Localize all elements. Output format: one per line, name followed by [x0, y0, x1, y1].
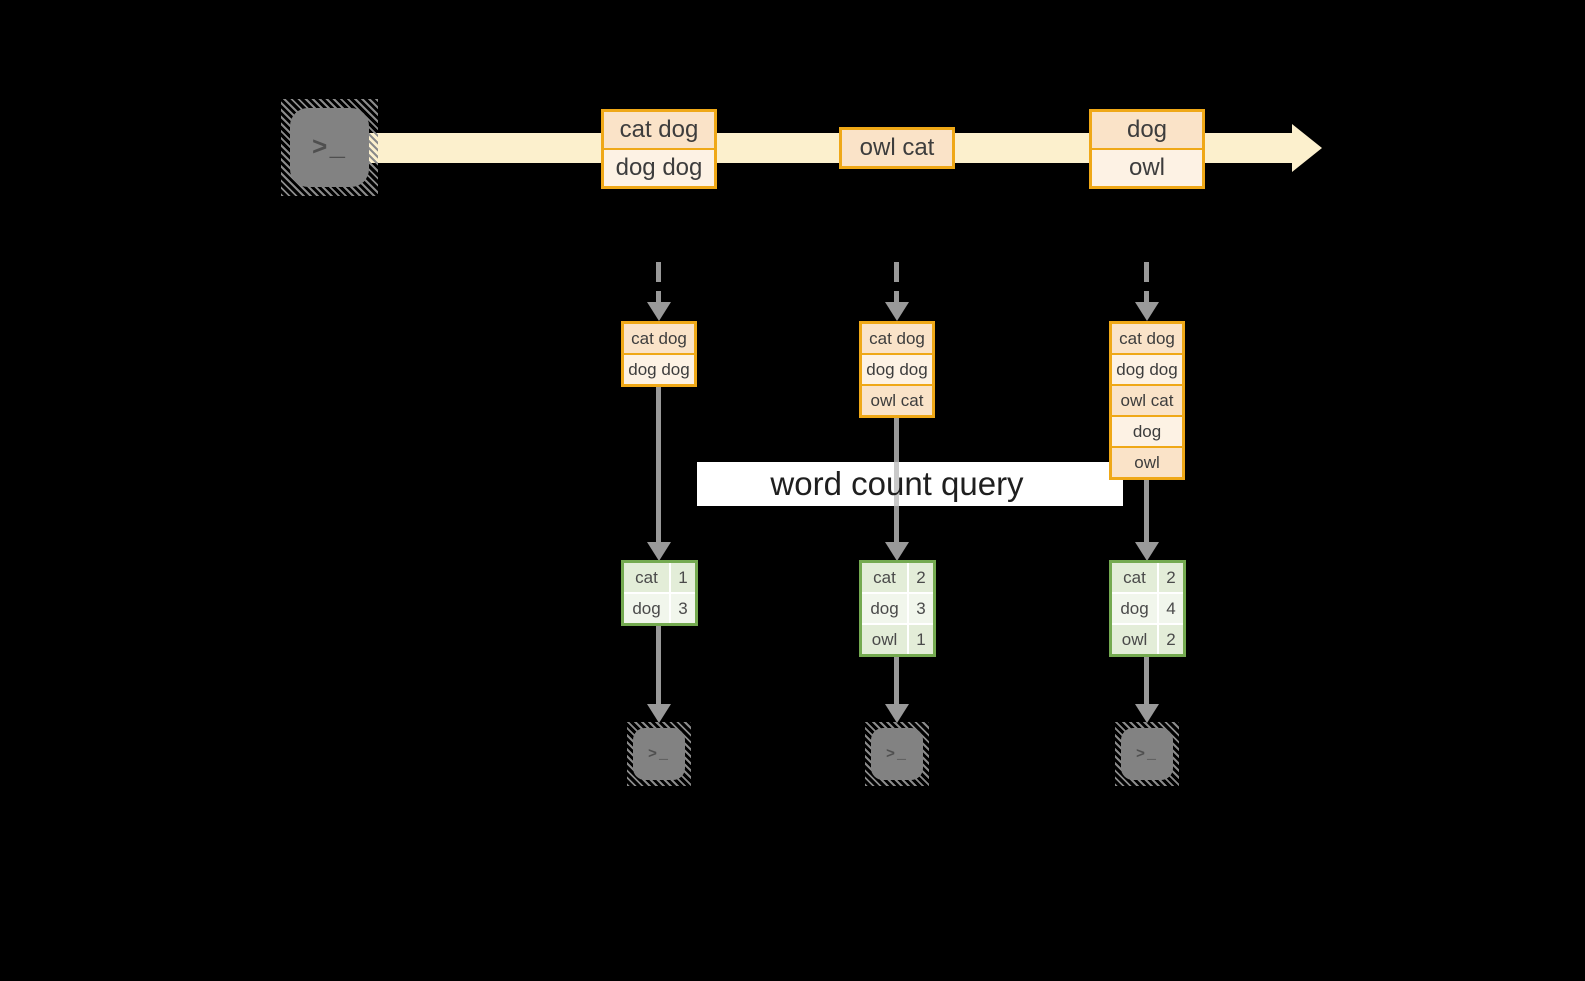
- state-buffer-box: cat dog dog dog: [621, 321, 697, 387]
- result-to-sink-line: [656, 626, 661, 704]
- state-line: dog dog: [862, 355, 932, 384]
- stream-arrowhead-icon: [1292, 124, 1322, 172]
- ingest-arrowhead-icon: [1135, 302, 1159, 321]
- state-to-result-line: [1144, 480, 1149, 542]
- result-to-sink-arrowhead-icon: [647, 704, 671, 723]
- result-to-sink-line: [1144, 657, 1149, 704]
- word-cell: dog: [624, 594, 669, 623]
- terminal-prompt-icon: >_: [1121, 728, 1173, 780]
- count-cell: 2: [909, 563, 933, 592]
- word-cell: cat: [862, 563, 907, 592]
- terminal-prompt-icon: >_: [633, 728, 685, 780]
- query-label: word count query: [770, 465, 1024, 502]
- state-line: dog: [1112, 417, 1182, 446]
- count-cell: 2: [1159, 625, 1183, 654]
- terminal-prompt-icon: >_: [290, 108, 369, 187]
- stream-event-line: cat dog: [604, 112, 714, 148]
- state-line: cat dog: [624, 324, 694, 353]
- word-count-table: cat 1 dog 3: [621, 560, 698, 626]
- count-cell: 1: [909, 625, 933, 654]
- count-cell: 3: [671, 594, 695, 623]
- state-to-result-line: [656, 387, 661, 542]
- stream-event-line: dog: [1092, 112, 1202, 148]
- sink-terminal-icon: >_: [627, 722, 691, 786]
- result-to-sink-arrowhead-icon: [885, 704, 909, 723]
- state-line: cat dog: [1112, 324, 1182, 353]
- state-to-result-line: [894, 418, 899, 462]
- stream-event-box: cat dog dog dog: [601, 109, 717, 189]
- state-line: dog dog: [624, 355, 694, 384]
- sink-terminal-icon: >_: [865, 722, 929, 786]
- word-cell: cat: [624, 563, 669, 592]
- source-terminal-icon: >_: [281, 99, 378, 196]
- state-to-result-arrowhead-icon: [885, 542, 909, 561]
- count-cell: 1: [671, 563, 695, 592]
- state-to-result-arrowhead-icon: [647, 542, 671, 561]
- state-line: owl cat: [862, 386, 932, 415]
- sink-terminal-icon: >_: [1115, 722, 1179, 786]
- ingest-dashed-line: [656, 262, 661, 302]
- word-cell: owl: [862, 625, 907, 654]
- state-buffer-box: cat dog dog dog owl cat dog owl: [1109, 321, 1185, 480]
- ingest-arrowhead-icon: [647, 302, 671, 321]
- state-line: owl: [1112, 448, 1182, 477]
- count-cell: 2: [1159, 563, 1183, 592]
- state-buffer-box: cat dog dog dog owl cat: [859, 321, 935, 418]
- state-line: cat dog: [862, 324, 932, 353]
- result-to-sink-arrowhead-icon: [1135, 704, 1159, 723]
- stream-event-line: owl cat: [842, 130, 952, 166]
- stream-event-box: owl cat: [839, 127, 955, 169]
- word-cell: dog: [1112, 594, 1157, 623]
- flow-line-through-band: [894, 462, 899, 506]
- count-cell: 3: [909, 594, 933, 623]
- word-count-table: cat 2 dog 4 owl 2: [1109, 560, 1186, 657]
- query-label-band: [697, 462, 1123, 506]
- count-cell: 4: [1159, 594, 1183, 623]
- state-line: owl cat: [1112, 386, 1182, 415]
- word-cell: dog: [862, 594, 907, 623]
- word-count-table: cat 2 dog 3 owl 1: [859, 560, 936, 657]
- word-cell: cat: [1112, 563, 1157, 592]
- state-to-result-arrowhead-icon: [1135, 542, 1159, 561]
- result-to-sink-line: [894, 657, 899, 704]
- state-line: dog dog: [1112, 355, 1182, 384]
- ingest-dashed-line: [894, 262, 899, 302]
- terminal-prompt-icon: >_: [871, 728, 923, 780]
- stream-event-line: owl: [1092, 150, 1202, 186]
- state-to-result-line: [894, 506, 899, 542]
- stream-event-box: dog owl: [1089, 109, 1205, 189]
- ingest-dashed-line: [1144, 262, 1149, 302]
- stream-event-line: dog dog: [604, 150, 714, 186]
- word-cell: owl: [1112, 625, 1157, 654]
- ingest-arrowhead-icon: [885, 302, 909, 321]
